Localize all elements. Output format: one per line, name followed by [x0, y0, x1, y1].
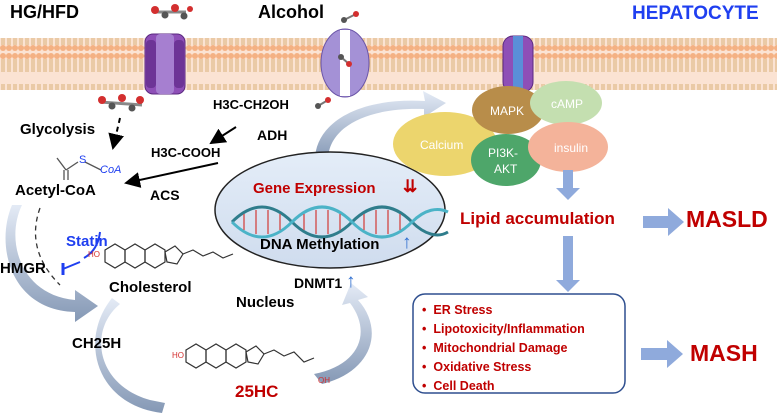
calcium-label: Calcium	[420, 138, 464, 152]
stress-item-cell-death: Cell Death	[422, 377, 585, 396]
membrane-receptor	[502, 35, 534, 93]
alcohol-channel	[320, 28, 370, 98]
gene-expression-down-arrows: ⇊	[403, 177, 418, 196]
insulin-label: insulin	[554, 141, 589, 155]
glucose-molecule-icon	[151, 4, 193, 20]
pi3k-label: PI3K-	[488, 146, 519, 160]
ethanol-molecule-icon	[315, 11, 359, 109]
coa-label: CoA	[100, 164, 122, 176]
mash-label: MASH	[690, 340, 758, 366]
dna-helix-icon	[230, 205, 449, 239]
dna-methylation-up-arrow: ↑	[402, 232, 412, 253]
cell-membrane	[0, 38, 777, 90]
metabolic-arrows	[108, 117, 237, 188]
acetyl-coa-label: Acetyl-CoA	[15, 182, 96, 199]
glycolysis-label: Glycolysis	[20, 121, 96, 138]
stress-item-er: ER Stress	[422, 301, 585, 320]
dnmt1-label: DNMT1	[294, 275, 343, 291]
25hc-oh-label: OH	[318, 376, 330, 385]
statin-inhibition	[61, 231, 101, 275]
ethanol-formula: H3C-CH2OH	[213, 97, 289, 112]
25hc-ho-label: HO	[172, 351, 184, 360]
mapk-label: MAPK	[490, 104, 525, 118]
camp-label: cAMP	[551, 97, 584, 111]
cycle-arrows	[5, 91, 446, 413]
statin-label: Statin	[66, 233, 108, 250]
stress-item-oxidative: Oxidative Stress	[422, 358, 585, 377]
acetyl-coa-structure	[56, 157, 102, 180]
ho-label: HO	[88, 250, 100, 259]
lipid-accumulation-label: Lipid accumulation	[460, 209, 615, 228]
stress-item-lipotoxicity: Lipotoxicity/Inflammation	[422, 320, 584, 339]
ch25h-label: CH25H	[72, 335, 122, 352]
adh-label: ADH	[257, 127, 288, 143]
stress-item-mitochondrial: Mitochondrial Damage	[422, 339, 585, 358]
stress-list: ER Stress Lipotoxicity/Inflammation Mito…	[422, 301, 585, 396]
acs-label: ACS	[150, 187, 180, 203]
hmgr-label: HMGR	[0, 260, 46, 277]
masld-label: MASLD	[686, 206, 768, 232]
nucleus-label: Nucleus	[236, 294, 295, 311]
hepatocyte-title: HEPATOCYTE	[632, 3, 759, 24]
signaling-cluster	[393, 81, 608, 186]
flow-arrows	[556, 170, 684, 368]
acetate-formula: H3C-COOH	[151, 145, 221, 160]
cholesterol-label: Cholesterol	[109, 279, 192, 296]
cholesterol-structure	[104, 243, 234, 269]
s-label: S	[79, 154, 87, 166]
25hc-label: 25HC	[235, 382, 279, 401]
glucose-molecule-icon-2	[98, 94, 144, 112]
akt-label: AKT	[494, 162, 518, 176]
alcohol-label: Alcohol	[258, 2, 324, 22]
25hc-structure	[185, 343, 315, 369]
dnmt1-up-arrow: ↑	[346, 271, 356, 292]
glucose-transporter	[144, 33, 186, 95]
hg-hfd-label: HG/HFD	[10, 2, 79, 22]
dna-methylation-label: DNA Methylation	[260, 236, 380, 253]
gene-expression-label: Gene Expression	[253, 180, 376, 197]
